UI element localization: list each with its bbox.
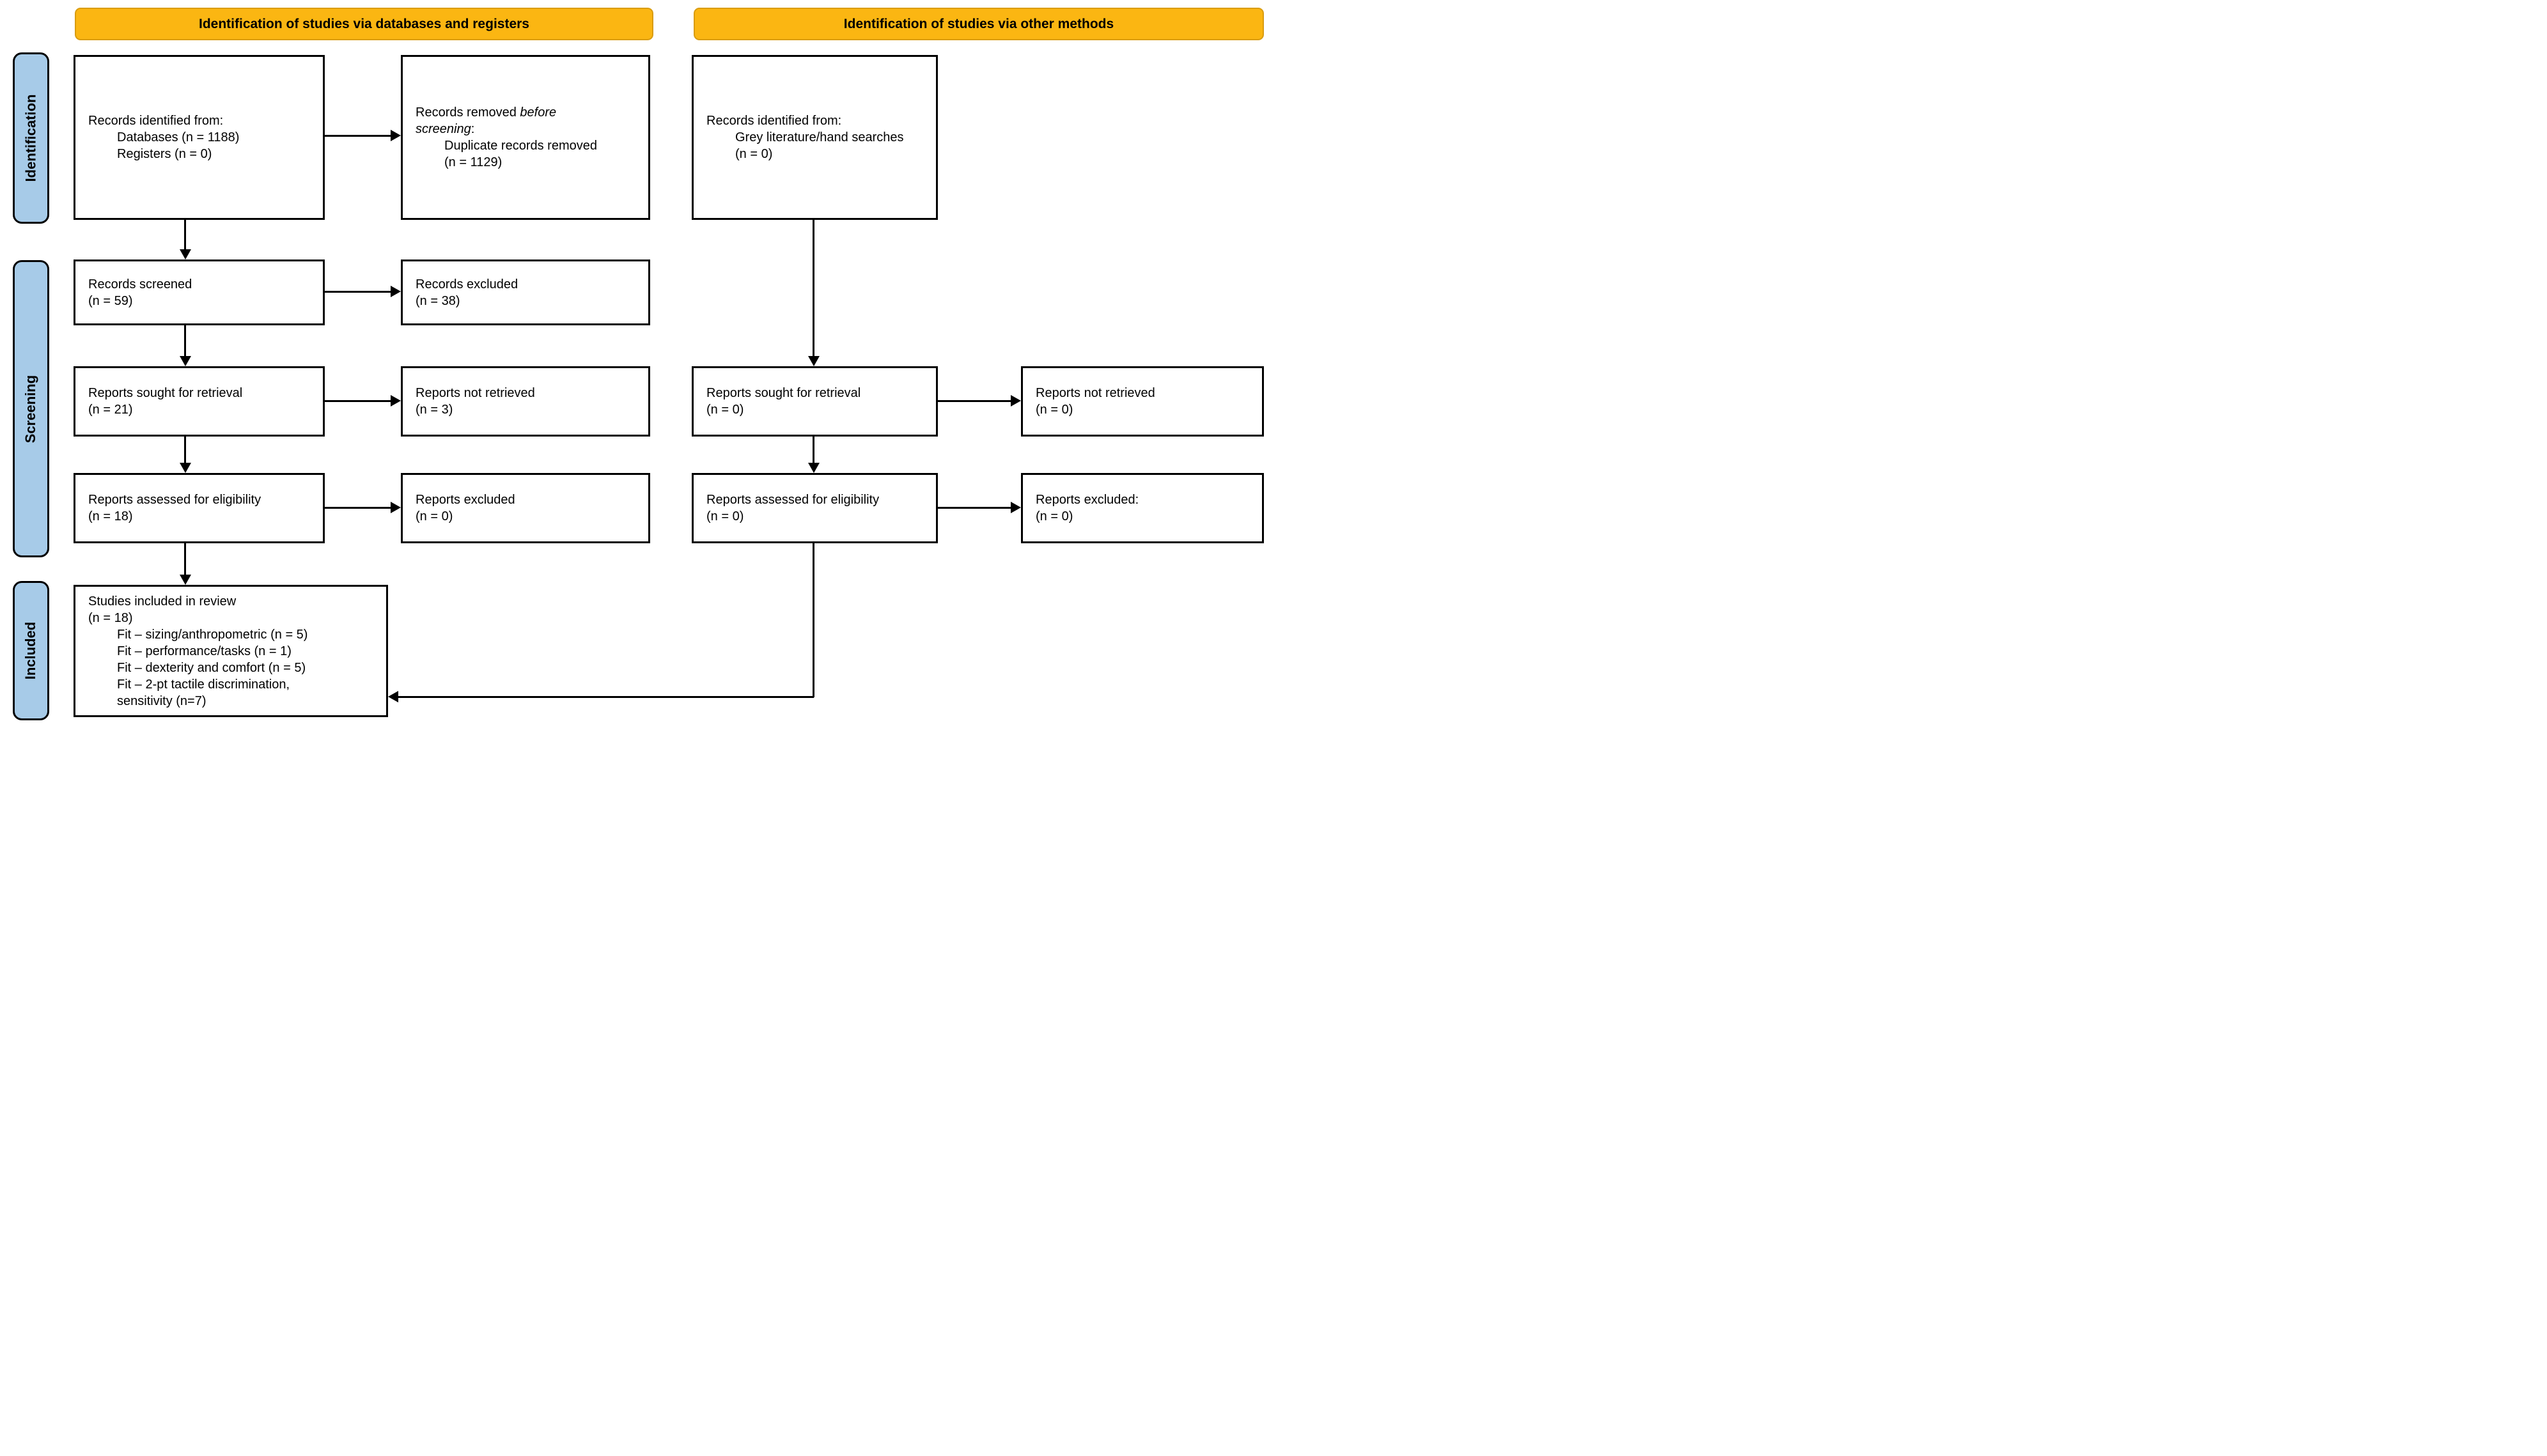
arrow-assessed-to-excluded-db-head — [391, 502, 401, 513]
box-records-excluded: Records excluded(n = 38) — [401, 259, 650, 325]
stage-identification: Identification — [13, 52, 49, 224]
stage-included: Included — [13, 581, 49, 720]
arrow-screened-to-sought-line — [184, 325, 186, 356]
box-reports-excluded-databases: Reports excluded(n = 0) — [401, 473, 650, 543]
arrow-sought-to-notretrieved-other-head — [1011, 395, 1021, 407]
arrow-assessed-to-included-head — [180, 575, 191, 585]
box-records-screened: Records screened(n = 59) — [74, 259, 325, 325]
box-reports-assessed-other: Reports assessed for eligibility(n = 0) — [692, 473, 938, 543]
arrow-sought-to-notretrieved-db-head — [391, 395, 401, 407]
box-studies-included: Studies included in review(n = 18)Fit – … — [74, 585, 388, 717]
arrow-identified-other-to-sought-head — [808, 356, 820, 366]
arrow-other-to-included-head — [388, 691, 398, 702]
arrow-screened-to-sought-head — [180, 356, 191, 366]
arrow-identified-to-screened-line — [184, 220, 186, 249]
arrow-sought-to-assessed-other-line — [813, 437, 814, 463]
stage-identification-label: Identification — [22, 94, 39, 182]
prisma-flow-diagram: Identification of studies via databases … — [0, 0, 1274, 728]
arrow-sought-to-assessed-db-head — [180, 463, 191, 473]
header-other-methods-label: Identification of studies via other meth… — [843, 16, 1114, 31]
header-other-methods: Identification of studies via other meth… — [694, 8, 1264, 40]
arrow-identified-to-removed-line — [325, 135, 391, 137]
arrow-screened-to-excluded-head — [391, 286, 401, 297]
arrow-screened-to-excluded-line — [325, 291, 391, 293]
arrow-other-to-included-vline — [813, 543, 814, 697]
arrow-identified-other-to-sought-line — [813, 220, 814, 356]
arrow-identified-to-removed-head — [391, 130, 401, 141]
header-databases-registers: Identification of studies via databases … — [75, 8, 653, 40]
arrow-other-to-included-hline — [398, 696, 814, 698]
arrow-assessed-to-excluded-db-line — [325, 507, 391, 509]
box-reports-not-retrieved-databases: Reports not retrieved(n = 3) — [401, 366, 650, 437]
arrow-assessed-to-included-line — [184, 543, 186, 575]
stage-included-label: Included — [22, 621, 39, 680]
stage-screening: Screening — [13, 260, 49, 557]
box-reports-sought-databases: Reports sought for retrieval(n = 21) — [74, 366, 325, 437]
box-reports-sought-other: Reports sought for retrieval(n = 0) — [692, 366, 938, 437]
box-reports-excluded-other: Reports excluded:(n = 0) — [1021, 473, 1264, 543]
arrow-identified-to-screened-head — [180, 249, 191, 259]
arrow-sought-to-notretrieved-db-line — [325, 400, 391, 402]
box-reports-not-retrieved-other: Reports not retrieved(n = 0) — [1021, 366, 1264, 437]
arrow-sought-to-assessed-db-line — [184, 437, 186, 463]
arrow-sought-to-notretrieved-other-line — [938, 400, 1011, 402]
arrow-assessed-to-excluded-other-line — [938, 507, 1011, 509]
arrow-assessed-to-excluded-other-head — [1011, 502, 1021, 513]
stage-screening-label: Screening — [22, 375, 39, 443]
box-records-identified-other: Records identified from:Grey literature/… — [692, 55, 938, 220]
box-reports-assessed-databases: Reports assessed for eligibility(n = 18) — [74, 473, 325, 543]
header-databases-registers-label: Identification of studies via databases … — [199, 16, 529, 31]
arrow-sought-to-assessed-other-head — [808, 463, 820, 473]
box-records-identified-databases: Records identified from:Databases (n = 1… — [74, 55, 325, 220]
